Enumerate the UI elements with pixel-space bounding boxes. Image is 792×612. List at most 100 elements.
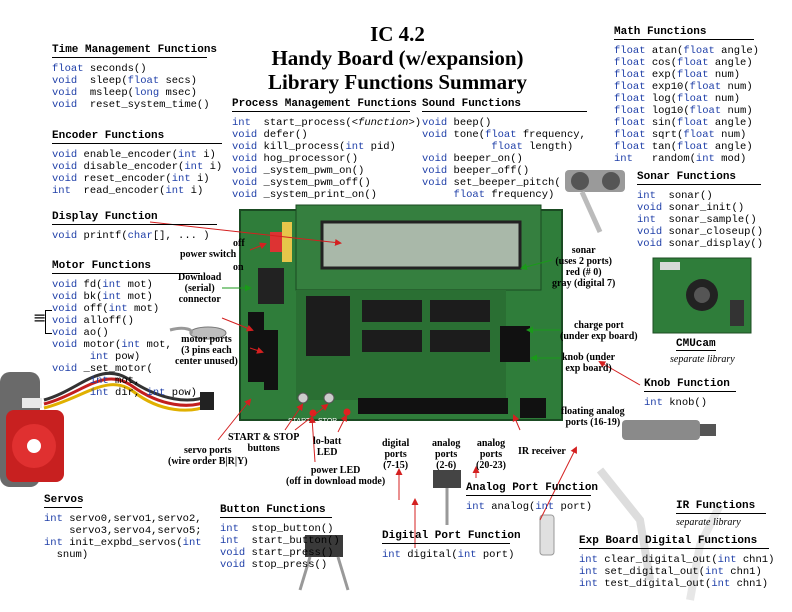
code-text: sin( (651, 117, 678, 129)
type-keyword: int (637, 214, 669, 226)
code-text: i) (196, 173, 210, 185)
code-text: motor( (83, 339, 122, 351)
label-power-led: power LED (off in download mode) (286, 465, 386, 487)
type-keyword: int (44, 537, 70, 549)
type-keyword: void (52, 75, 90, 87)
sound-function-line: void tone(float frequency, (422, 129, 587, 141)
code-text: sonar_closeup() (668, 226, 764, 238)
board-stop-text: STOP (318, 418, 337, 425)
code-text: i) (190, 185, 204, 197)
code-text: chn1) (742, 554, 775, 566)
type-keyword: float (683, 45, 722, 57)
motor-plug-illustration (169, 326, 227, 340)
analog-sensor-illustration (433, 467, 724, 601)
expdig-function-line: int test_digital_out(int chn1) (579, 578, 769, 590)
type-keyword: void (232, 153, 264, 165)
sonar-functions-list: int sonar()void sonar_init()int sonar_sa… (637, 190, 764, 250)
code-text: kill_process( (263, 141, 346, 153)
type-keyword: float (677, 117, 715, 129)
code-text: alloff() (83, 315, 134, 327)
math-functions-box: Math Functions float atan(float angle)fl… (614, 26, 759, 165)
sound-functions-heading: Sound Functions (422, 98, 587, 112)
label-on: on (233, 262, 244, 273)
type-keyword: float (677, 69, 715, 81)
code-text: servo3,servo4,servo5; (69, 525, 202, 537)
label-power-switch: power switch (180, 249, 237, 260)
type-keyword: void (52, 87, 90, 99)
code-text: snum) (56, 549, 89, 561)
type-keyword: float (689, 105, 728, 117)
title-line-3: Library Functions Summary (267, 70, 527, 94)
type-keyword: void (422, 129, 454, 141)
code-text: num) (714, 69, 741, 81)
process-function-line: void _system_pwm_off() (232, 177, 410, 189)
sonar-functions-heading: Sonar Functions (637, 171, 761, 185)
code-text: reset_system_time() (89, 99, 210, 111)
process-function-line: void kill_process(int pid) (232, 141, 410, 153)
code-text: cos( (651, 57, 678, 69)
cmucam-illustration (652, 257, 752, 334)
analog-port-function-list: int analog(int port) (466, 501, 592, 513)
equivalence-bracket (45, 310, 52, 334)
math-function-line: float sin(float angle) (614, 117, 754, 129)
callout-arrows (149, 221, 641, 548)
type-keyword: int (89, 375, 116, 387)
type-keyword: float (614, 129, 652, 141)
code-text: angle) (714, 117, 753, 129)
code-text: exp10( (651, 81, 690, 93)
digital-port-function-box: Digital Port Function int digital(int po… (382, 530, 521, 561)
type-keyword: void (52, 291, 84, 303)
button-function-line: void stop_press() (220, 559, 332, 571)
code-text: port) (482, 549, 515, 561)
type-keyword: void (52, 339, 84, 351)
time-function-line: void msleep(long msec) (52, 87, 207, 99)
code-text: beeper_off() (453, 165, 530, 177)
label-analog-ports-2-6: analog ports (2-6) (432, 438, 461, 471)
code-text: _set_motor( (83, 363, 153, 375)
code-text: exp( (651, 69, 678, 81)
title-line-2: Handy Board (w/expansion) (271, 46, 524, 70)
handy-board-illustration (239, 204, 563, 421)
type-keyword: float (614, 45, 652, 57)
code-text: _system_print_on() (263, 189, 377, 201)
code-text: disable_encoder( (83, 161, 185, 173)
analog-function-line: int analog(int port) (466, 501, 592, 513)
code-text: mod) (721, 153, 747, 165)
code-text: test_digital_out( (604, 578, 712, 590)
math-function-line: float atan(float angle) (614, 45, 759, 57)
encoder-functions-box: Encoder Functions void enable_encoder(in… (52, 130, 222, 197)
code-text: knob() (669, 397, 708, 409)
type-keyword: int (644, 397, 670, 409)
motor-function-line: int pow) (52, 351, 200, 363)
code-text: digital( (407, 549, 458, 561)
time-function-line: float seconds() (52, 63, 207, 75)
process-function-line: int start_process(<function>) (232, 117, 421, 129)
type-keyword: void (52, 149, 84, 161)
sound-functions-list: void beep()void tone(float frequency, fl… (422, 117, 587, 201)
code-text: init_expbd_servos( (69, 537, 183, 549)
sonar-function-line: void sonar_init() (637, 202, 761, 214)
code-text: tan( (651, 141, 678, 153)
type-keyword: int (184, 161, 210, 173)
knob-function-list: int knob() (644, 397, 736, 409)
type-keyword: float (614, 105, 652, 117)
code-text: log10( (651, 105, 690, 117)
ir-functions-subtitle: separate library (676, 517, 741, 528)
code-text: beeper_on() (453, 153, 523, 165)
code-text: printf( (83, 230, 128, 242)
type-keyword: void (232, 129, 264, 141)
type-keyword: float (614, 141, 652, 153)
code-text: msleep( (89, 87, 134, 99)
code-text: i) (203, 149, 216, 161)
button-function-line: int start_button() (220, 535, 340, 547)
type-keyword: int (579, 566, 605, 578)
sound-function-line: void beep() (422, 117, 587, 129)
type-keyword: void (637, 238, 669, 250)
exp-digital-functions-list: int clear_digital_out(int chn1)int set_d… (579, 554, 774, 590)
button-functions-list: int stop_button()int start_button()void … (220, 523, 340, 571)
code-text: sleep( (89, 75, 128, 87)
motor-function-line: void _set_motor( (52, 363, 200, 375)
type-keyword: void (422, 177, 454, 189)
type-keyword: int (52, 185, 84, 197)
